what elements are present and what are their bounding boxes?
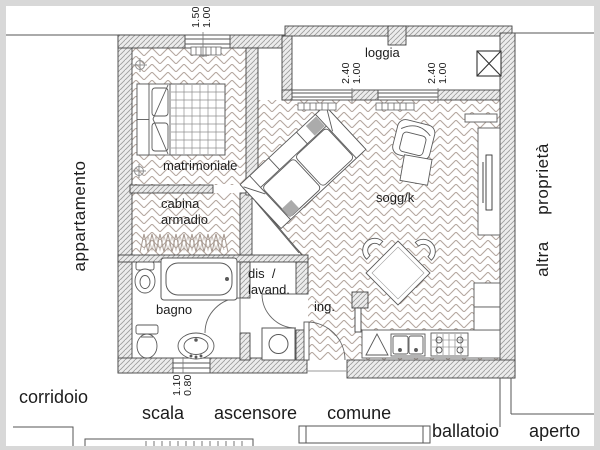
room-label-matrimoniale: matrimoniale (163, 158, 238, 173)
room-label-sogg-k: sogg/k (376, 190, 415, 205)
loggia-column (476, 50, 502, 77)
dimension-bedroom-window: 1.50 1.00 (190, 2, 213, 32)
context-label-scala-ascensore-comune: scala ascensore comune (142, 403, 392, 423)
dining-chair (414, 238, 436, 261)
dim-value: 1.00 (437, 62, 449, 84)
kitchen-counter (361, 282, 501, 359)
living-room-radiators (297, 102, 415, 111)
dim-value: 0.80 (182, 374, 194, 396)
room-label-loggia: loggia (365, 45, 400, 60)
double-bed (136, 83, 226, 156)
wardrobe-clothes (139, 233, 229, 253)
wall-shelf (464, 113, 498, 123)
toilet (135, 324, 159, 359)
washing-machine (261, 327, 296, 361)
room-label-cabina: cabina (161, 196, 200, 211)
bathroom-sink (177, 332, 215, 360)
dimension-loggia-window-1: 2.40 1.00 (340, 58, 363, 88)
sofa (239, 104, 367, 230)
dining-chair (362, 237, 384, 260)
room-label-ing: ing. (314, 299, 335, 314)
side-table (399, 154, 433, 186)
windows (172, 34, 439, 374)
tv-cabinet (477, 127, 501, 236)
dim-value: 1.00 (201, 6, 213, 28)
dimension-bagno-window: 1.10 0.80 (171, 370, 194, 400)
dining-table (365, 240, 431, 306)
room-label-armadio: armadio (161, 212, 208, 227)
survey-marker-icons (132, 58, 147, 178)
dimension-loggia-window-2: 2.40 1.00 (426, 58, 449, 88)
room-label-lavand: lavand. (248, 282, 290, 297)
context-label-ballatoio-aperto: ballatoio aperto (432, 421, 581, 441)
bedroom-radiator (190, 46, 222, 56)
bidet (134, 261, 156, 294)
dimension-leaders (182, 32, 439, 373)
room-label-bagno: bagno (156, 302, 193, 317)
context-label-appartamento: appartamento (70, 160, 89, 272)
room-label-dis: dis / (248, 266, 276, 281)
context-label-altra-proprieta: altra proprietà (533, 143, 552, 277)
dim-value: 1.00 (351, 62, 363, 84)
bathtub (160, 257, 238, 301)
context-label-corridoio: corridoio (19, 387, 89, 407)
boundary-lines (0, 32, 600, 450)
